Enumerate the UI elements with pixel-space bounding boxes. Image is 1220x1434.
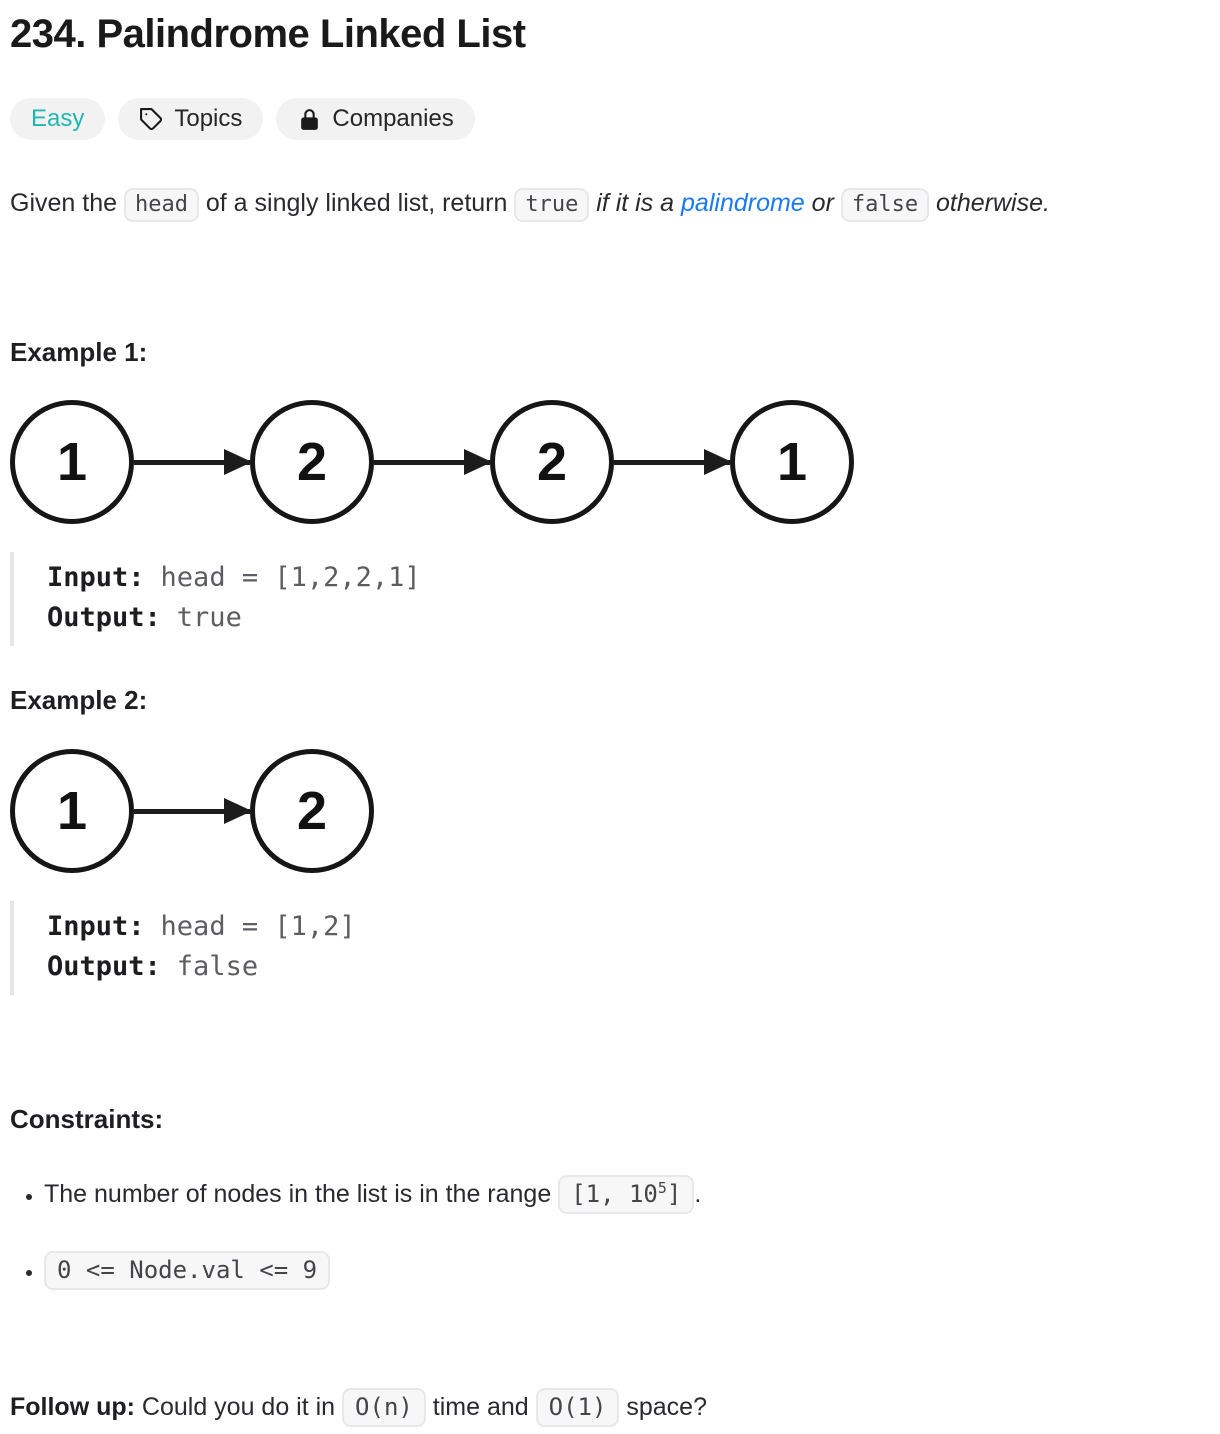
companies-badge[interactable]: Companies <box>276 98 475 140</box>
topics-label: Topics <box>174 104 243 132</box>
difficulty-label: Easy <box>31 104 85 132</box>
problem-description: Given the head of a singly linked list, … <box>10 186 1200 222</box>
constraint-item: The number of nodes in the list is in th… <box>44 1174 1200 1215</box>
code-span-head: head <box>123 188 199 222</box>
linked-list-diagram-example-2: 1 2 <box>10 749 1200 874</box>
palindrome-link[interactable]: palindrome <box>681 189 805 217</box>
example-2-heading: Example 2: <box>10 685 148 716</box>
arrow-icon <box>134 459 250 465</box>
difficulty-badge[interactable]: Easy <box>10 98 106 140</box>
companies-label: Companies <box>332 104 454 132</box>
description-italic: otherwise. <box>929 189 1050 217</box>
output-value: false <box>176 951 259 983</box>
example-2-io-block: Input: head = [1,2] Output: false <box>10 901 1200 996</box>
output-label: Output: <box>47 602 161 634</box>
description-text: Given the <box>10 189 124 217</box>
output-value: true <box>176 602 242 634</box>
list-node: 2 <box>490 400 614 525</box>
output-label: Output: <box>47 951 161 983</box>
output-line: Output: false <box>47 947 1200 987</box>
arrow-icon <box>134 808 250 814</box>
constraint-text: The number of nodes in the list is in th… <box>44 1180 559 1209</box>
follow-up-text: time and <box>425 1393 536 1422</box>
linked-list-diagram-example-1: 1 2 2 1 <box>10 400 1200 525</box>
follow-up: Follow up: Could you do it in O(n) time … <box>10 1388 1200 1428</box>
arrow-icon <box>374 459 490 465</box>
description-italic: or <box>804 189 841 217</box>
lock-icon <box>297 107 322 132</box>
tag-icon <box>139 107 164 132</box>
description-italic: if it is a <box>589 189 682 217</box>
input-value: head = [1,2,2,1] <box>160 562 421 594</box>
range-exponent: 5 <box>657 1179 667 1198</box>
constraint-period: . <box>694 1180 702 1209</box>
list-node: 1 <box>10 400 134 525</box>
list-node: 1 <box>730 400 854 525</box>
constraints-heading: Constraints: <box>10 1104 164 1135</box>
example-1-heading: Example 1: <box>10 336 148 367</box>
list-node: 2 <box>250 749 374 874</box>
example-1-io-block: Input: head = [1,2,2,1] Output: true <box>10 552 1200 647</box>
range-post: ] <box>666 1180 682 1209</box>
list-node: 1 <box>10 749 134 874</box>
badge-row: Easy Topics Companies <box>10 98 1200 140</box>
topics-badge[interactable]: Topics <box>118 98 264 140</box>
input-label: Input: <box>47 562 145 594</box>
arrow-icon <box>614 459 730 465</box>
description-text: of a singly linked list, return <box>198 189 515 217</box>
follow-up-label: Follow up: <box>10 1393 135 1422</box>
range-pre: [1, 10 <box>571 1180 658 1209</box>
code-span-nodeval: 0 <= Node.val <= 9 <box>44 1251 331 1291</box>
constraint-item: 0 <= Node.val <= 9 <box>44 1250 1200 1291</box>
constraints-list: The number of nodes in the list is in th… <box>10 1174 1200 1291</box>
code-span-on: O(n) <box>342 1388 426 1428</box>
code-span-false: false <box>840 188 930 222</box>
code-span-o1: O(1) <box>535 1388 620 1428</box>
input-line: Input: head = [1,2,2,1] <box>47 558 1200 598</box>
output-line: Output: true <box>47 598 1200 638</box>
input-value: head = [1,2] <box>160 911 356 943</box>
page-title: 234. Palindrome Linked List <box>10 12 526 56</box>
list-node: 2 <box>250 400 374 525</box>
input-label: Input: <box>47 911 145 943</box>
input-line: Input: head = [1,2] <box>47 907 1200 947</box>
follow-up-text: space? <box>619 1393 707 1422</box>
code-span-true: true <box>514 188 590 222</box>
code-span-range: [1, 105] <box>558 1175 695 1215</box>
follow-up-text: Could you do it in <box>134 1393 343 1422</box>
